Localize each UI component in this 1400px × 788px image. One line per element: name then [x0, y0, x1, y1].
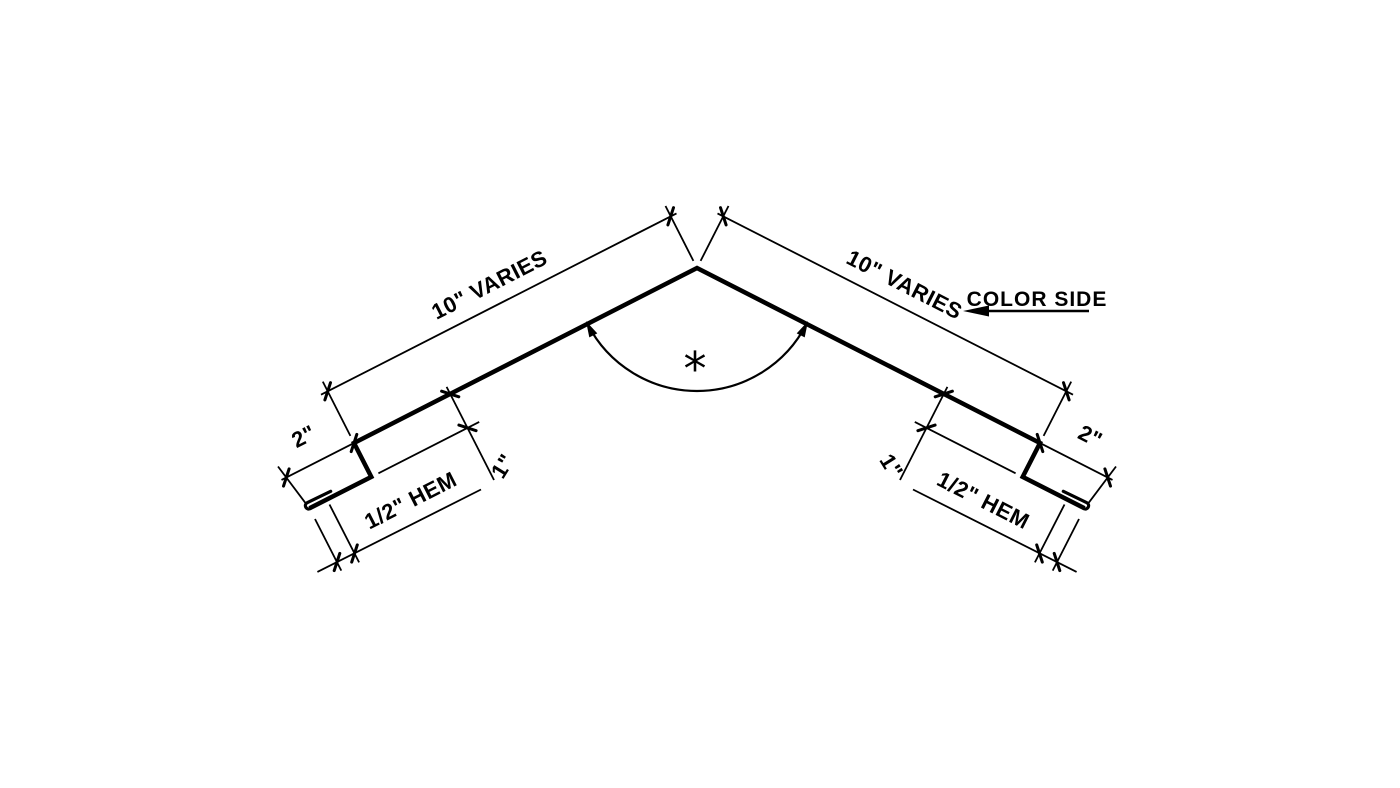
dim-tick — [282, 467, 291, 488]
angle-arc-curve — [586, 323, 808, 393]
ridge-profile — [303, 265, 1091, 511]
right-hem-fold — [1061, 489, 1091, 511]
dim-line — [1033, 438, 1113, 481]
dim-tick — [1103, 467, 1112, 488]
profile-outline — [308, 265, 1086, 511]
dim-tick — [719, 206, 728, 227]
dim-tick — [440, 389, 461, 399]
dim-tick — [1035, 543, 1044, 564]
dim-line — [281, 438, 361, 481]
dim-tick — [457, 423, 478, 433]
dim-left-end-label: 2" — [287, 420, 319, 453]
arc-right-arrowhead — [796, 321, 808, 338]
color-side-arrowhead — [963, 305, 989, 317]
dim-tick — [1062, 381, 1071, 402]
color-side-label: COLOR SIDE — [967, 288, 1108, 311]
dim-right-hem: 1/2" HEM — [912, 466, 1080, 573]
dim-leader-line — [316, 488, 482, 573]
ext-line-hem-end — [1087, 465, 1117, 504]
dim-line — [717, 212, 1074, 396]
dim-left-slope: 10" VARIES — [320, 205, 695, 437]
dim-tick — [350, 543, 359, 564]
dim-line — [899, 386, 949, 481]
dim-tick — [916, 423, 937, 433]
dim-left-slope-label: 10" VARIES — [427, 245, 551, 325]
dim-left-hem: 1/2" HEM — [314, 466, 482, 573]
dim-line — [320, 212, 677, 396]
dim-right-slope: 10" VARIES — [699, 205, 1074, 437]
angle-asterisk: * — [684, 342, 707, 396]
dim-tick — [1035, 432, 1045, 454]
dim-tick — [666, 206, 675, 227]
angle-arc: * — [586, 321, 808, 396]
dim-tick — [332, 551, 342, 573]
color-side-callout: COLOR SIDE — [963, 288, 1108, 317]
dim-left-leg-label: 1" — [486, 449, 520, 482]
dim-right-slope-label: 10" VARIES — [843, 245, 967, 325]
dim-right-end-label: 2" — [1074, 420, 1106, 453]
dim-tick — [323, 381, 332, 402]
arc-left-arrowhead — [586, 321, 598, 338]
ext-line-bottom — [914, 421, 1017, 475]
ext-line-hem-end — [277, 465, 307, 504]
left-hem-fold — [303, 489, 333, 511]
dim-leader-line — [912, 488, 1078, 573]
ext-line-bottom — [377, 421, 480, 475]
ext-line-top — [360, 387, 463, 441]
ext-line-apex — [664, 205, 695, 262]
ext-line-top — [931, 387, 1034, 441]
dim-tick — [1052, 551, 1062, 573]
dim-tick — [933, 389, 954, 399]
dim-line — [445, 386, 495, 481]
dim-tick — [349, 432, 359, 454]
dim-right-leg-label: 1" — [874, 449, 908, 482]
ext-line-apex — [699, 205, 730, 262]
